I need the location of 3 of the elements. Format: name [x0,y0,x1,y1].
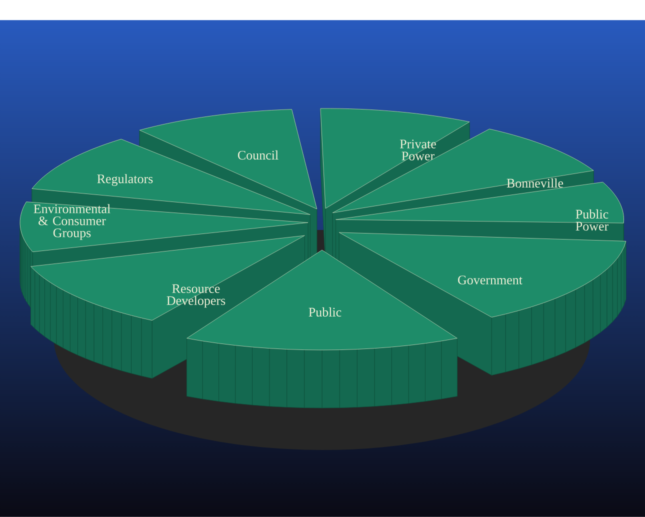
pie-wedge: Private Power [320,108,470,209]
node-label: Power [576,222,609,231]
pie-wedge: Environmental & Consumer Groups [20,202,308,252]
